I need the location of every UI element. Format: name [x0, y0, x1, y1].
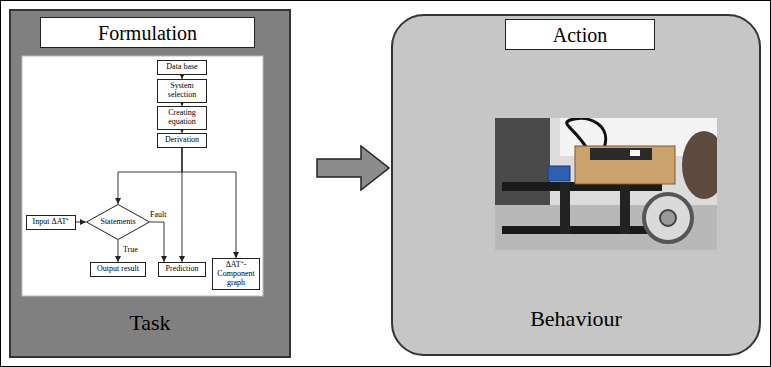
photo-hand [682, 131, 717, 199]
node-label: Formulation [98, 22, 197, 44]
photo-ground [495, 118, 717, 250]
output-box: ΔAT⁺-Component graph [212, 258, 260, 290]
node-label: Derivation [165, 136, 199, 145]
panel-caption: Task [129, 310, 170, 335]
robot-cable [567, 118, 606, 150]
node-label: Output result [97, 265, 139, 274]
process-box: Derivation [157, 133, 207, 148]
formulation-panel [10, 10, 290, 357]
node-label: System selection [161, 82, 203, 100]
edge-label: Fault [149, 211, 167, 220]
behaviour-panel: ActionBehaviour [392, 15, 760, 355]
flow-connector [150, 222, 164, 262]
decision-diamond: Statements [86, 204, 150, 240]
node-label: Input ΔAT⁺ [33, 218, 70, 227]
title-box: Formulation [40, 17, 255, 48]
node-label: Data base [166, 63, 197, 72]
input-box: Input ΔAT⁺ [26, 215, 76, 230]
flow-connector [182, 148, 236, 258]
robot-wheel [644, 194, 692, 242]
robot-beam [620, 182, 630, 234]
robot-brick [548, 166, 570, 181]
flow-connector [118, 240, 119, 262]
process-box: Creating equation [157, 106, 207, 130]
process-box: Data base [157, 60, 207, 75]
block-arrow [317, 146, 389, 190]
flowchart-picture [22, 56, 263, 296]
robot-led [630, 150, 640, 156]
node-label: Creating equation [161, 109, 203, 127]
flow-connector [76, 222, 86, 223]
process-box: System selection [157, 79, 207, 103]
panel-caption: Behaviour [530, 306, 622, 331]
robot-photo [495, 118, 726, 250]
flow-connector [118, 148, 182, 204]
robot-beam [560, 182, 570, 234]
node-label: Prediction [166, 265, 199, 274]
robot-hub [660, 210, 676, 226]
action-panel [392, 15, 760, 355]
edge-label: True [122, 246, 139, 255]
output-box: Output result [90, 262, 146, 277]
task-panel: FormulationData baseSystem selectionCrea… [10, 10, 290, 357]
node-label: Action [553, 24, 607, 46]
node-label: ΔAT⁺-Component graph [216, 261, 256, 287]
robot-board [590, 148, 652, 160]
process-box: Prediction [158, 262, 206, 277]
node-label: Statements [100, 218, 135, 227]
title-box: Action [505, 19, 655, 50]
diamond-shape [87, 205, 150, 240]
robot-box [575, 146, 675, 184]
